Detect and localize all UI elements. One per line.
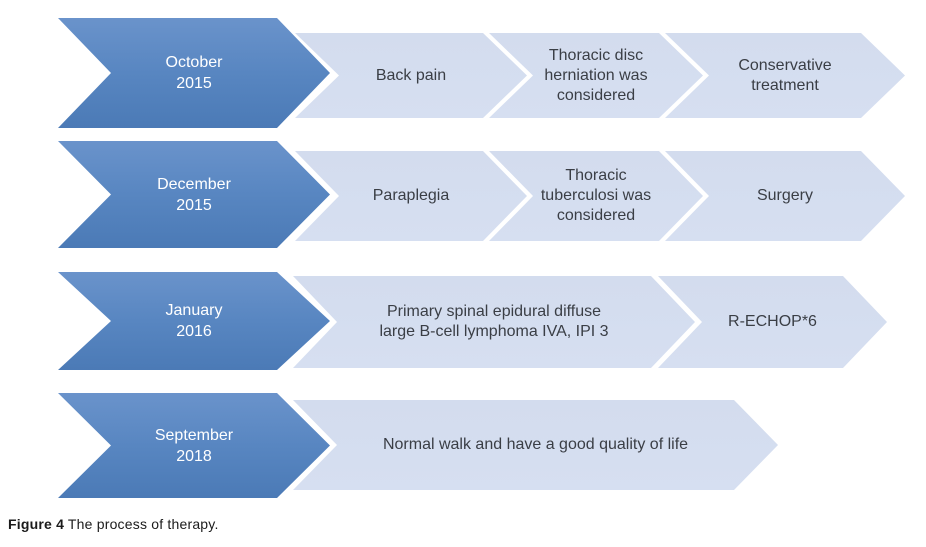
period-label: October 2015	[166, 52, 223, 94]
step-label: Back pain	[375, 66, 447, 84]
step-label: Normal walk and have a good quality of l…	[382, 436, 689, 453]
period-month: September	[154, 426, 234, 444]
period-year: 2015	[176, 196, 212, 214]
step-label: Thoracic tuberculosi was considered	[540, 167, 652, 224]
step-label: Surgery	[756, 187, 814, 204]
step-label: Thoracic disc herniation was considered	[544, 46, 648, 104]
period-label: December 2015	[157, 174, 231, 216]
step-chevron-normal-walk: Normal walk and have a good quality of l…	[293, 400, 778, 490]
period-year: 2018	[176, 447, 212, 465]
period-month: December	[157, 175, 231, 193]
step-chevron-back-pain: Back pain	[295, 33, 527, 118]
period-label: September 2018	[155, 425, 233, 467]
period-chevron-october-2015: October 2015	[58, 18, 330, 128]
step-label: Primary spinal epidural diffuse large B-…	[379, 303, 609, 340]
step-chevron-paraplegia: Paraplegia	[295, 151, 527, 241]
period-year: 2015	[176, 75, 212, 92]
period-month: January	[165, 302, 223, 319]
figure-caption-label: Figure 4	[8, 516, 65, 532]
period-chevron-december-2015: December 2015	[58, 141, 330, 248]
period-month: October	[165, 54, 223, 71]
step-label: Paraplegia	[372, 187, 450, 204]
period-chevron-september-2018: September 2018	[58, 393, 330, 498]
figure-caption: Figure 4 The process of therapy.	[8, 516, 219, 532]
step-label: Conservative treatment	[738, 56, 832, 94]
step-chevron-lymphoma-diagnosis: Primary spinal epidural diffuse large B-…	[293, 276, 695, 368]
period-chevron-january-2016: January 2016	[58, 272, 330, 370]
step-label: R-ECHOP*6	[728, 313, 817, 330]
period-year: 2016	[176, 323, 212, 340]
figure-caption-text: The process of therapy.	[67, 516, 219, 532]
period-label: January 2016	[166, 300, 223, 342]
